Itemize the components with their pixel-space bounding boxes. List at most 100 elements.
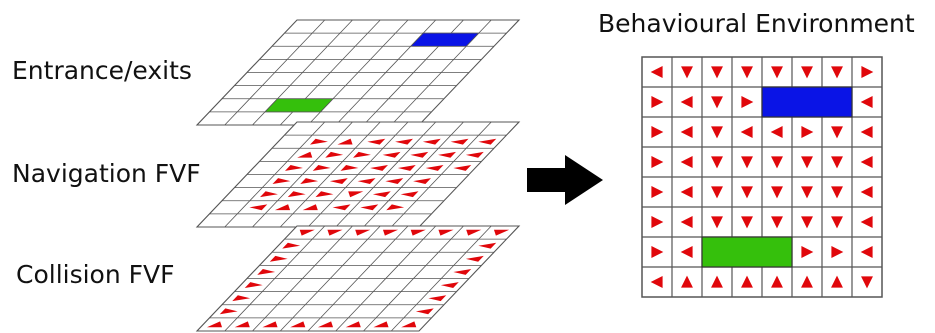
collision-arrow-right-icon bbox=[269, 255, 288, 262]
collision-arrow-up-icon bbox=[373, 321, 389, 328]
navigation-arrow-right-icon bbox=[352, 151, 371, 158]
collision-arrow-left-icon bbox=[415, 308, 434, 315]
behavioural-arrow-down-icon bbox=[741, 66, 753, 79]
navigation-arrow-right-icon bbox=[325, 151, 344, 158]
behavioural-exit-zone bbox=[761, 86, 853, 118]
collision-arrow-up-icon bbox=[206, 321, 223, 328]
behavioural-arrow-left-icon bbox=[860, 216, 873, 228]
navigation-arrow-left-icon bbox=[400, 191, 419, 198]
navigation-arrow-right-icon bbox=[259, 191, 278, 198]
behavioural-arrow-down-icon bbox=[771, 186, 783, 199]
behavioural-arrow-right-icon bbox=[831, 246, 844, 258]
navigation-arrow-left-icon bbox=[425, 164, 444, 171]
navigation-arrow-right-icon bbox=[386, 204, 405, 211]
behavioural-arrow-left-icon bbox=[860, 246, 873, 258]
behavioural-arrow-up-icon bbox=[711, 275, 723, 288]
combine-arrow-shape bbox=[527, 155, 603, 205]
behavioural-arrow-down-icon bbox=[711, 66, 723, 79]
navigation-arrow-left-icon bbox=[367, 138, 386, 145]
behavioural-arrow-down-icon bbox=[801, 66, 813, 79]
navigation-arrow-left-icon bbox=[465, 151, 484, 158]
navigation-arrow-left-icon bbox=[385, 178, 404, 185]
navigation-arrow-right-icon bbox=[309, 138, 328, 145]
behavioural-environment-grid bbox=[641, 56, 883, 298]
collision-arrow-down-icon bbox=[327, 229, 343, 236]
behavioural-arrow-down-icon bbox=[801, 186, 813, 199]
collision-arrow-left-icon bbox=[478, 242, 497, 249]
navigation-arrow-left-icon bbox=[397, 164, 416, 171]
collision-arrow-up-icon bbox=[290, 321, 306, 328]
navigation-arrow-up-icon bbox=[302, 204, 318, 211]
behavioural-arrow-right-icon bbox=[651, 216, 664, 228]
behavioural-arrow-down-icon bbox=[831, 186, 843, 199]
navigation-arrow-left-icon bbox=[370, 164, 389, 171]
behavioural-arrow-down-icon bbox=[861, 276, 873, 289]
navigation-arrow-left-icon bbox=[249, 204, 268, 211]
behavioural-arrow-left-icon bbox=[860, 156, 873, 168]
behavioural-arrow-down-icon bbox=[801, 216, 813, 229]
collision-arrow-right-icon bbox=[282, 242, 301, 249]
behavioural-arrow-right-icon bbox=[651, 126, 664, 138]
navigation-arrow-up-icon bbox=[274, 204, 291, 211]
behavioural-arrow-left-icon bbox=[680, 216, 693, 228]
behavioural-arrow-up-icon bbox=[741, 275, 753, 288]
entrance-exit-zone bbox=[264, 98, 334, 113]
behavioural-arrow-left-icon bbox=[680, 246, 693, 258]
collision-arrow-down-icon bbox=[382, 229, 399, 236]
navigation-arrow-left-icon bbox=[382, 151, 401, 158]
navigation-arrow-left-icon bbox=[450, 138, 469, 145]
navigation-arrow-right-icon bbox=[287, 191, 306, 198]
behavioural-arrow-down-icon bbox=[741, 216, 753, 229]
behavioural-arrow-down-icon bbox=[741, 186, 753, 199]
collision-fvf-layer bbox=[195, 225, 521, 332]
behavioural-arrow-up-icon bbox=[831, 275, 843, 288]
behavioural-arrow-down-icon bbox=[711, 156, 723, 169]
navigation-arrow-left-icon bbox=[332, 204, 351, 211]
behavioural-exit-zone bbox=[701, 236, 793, 268]
behavioural-arrow-right-icon bbox=[801, 246, 814, 258]
collision-arrow-down-icon bbox=[466, 229, 482, 236]
collision-arrow-up-icon bbox=[401, 321, 417, 328]
behavioural-arrow-down-icon bbox=[771, 156, 783, 169]
behavioural-arrow-right-icon bbox=[651, 96, 664, 108]
behavioural-arrow-down-icon bbox=[831, 156, 843, 169]
behavioural-environment-title: Behavioural Environment bbox=[598, 9, 915, 38]
behavioural-arrow-down-icon bbox=[681, 66, 693, 79]
behavioural-arrow-right-icon bbox=[651, 246, 664, 258]
collision-arrow-down-icon bbox=[493, 229, 510, 236]
behavioural-arrow-right-icon bbox=[861, 66, 874, 78]
behavioural-arrow-left-icon bbox=[740, 126, 753, 138]
navigation-arrow-right-icon bbox=[340, 164, 359, 171]
behavioural-arrow-left-icon bbox=[860, 96, 873, 108]
behavioural-arrow-right-icon bbox=[801, 126, 814, 138]
collision-arrow-up-icon bbox=[234, 321, 250, 328]
navigation-arrow-up-icon bbox=[297, 151, 313, 158]
behavioural-arrow-left-icon bbox=[770, 126, 783, 138]
collision-arrow-left-icon bbox=[428, 295, 447, 302]
behavioural-arrow-left-icon bbox=[680, 96, 693, 108]
collision-arrow-down-icon bbox=[410, 229, 426, 236]
collision-arrow-up-icon bbox=[317, 321, 334, 328]
navigation-arrow-down-icon bbox=[348, 191, 364, 198]
navigation-arrow-left-icon bbox=[413, 178, 432, 185]
behavioural-arrow-down-icon bbox=[831, 126, 843, 139]
behavioural-arrow-down-icon bbox=[711, 126, 723, 139]
behavioural-arrow-right-icon bbox=[741, 96, 754, 108]
entrance-exit-zone bbox=[409, 32, 480, 47]
navigation-arrow-left-icon bbox=[422, 138, 441, 145]
behavioural-arrow-down-icon bbox=[831, 66, 843, 79]
collision-arrow-left-icon bbox=[440, 282, 459, 289]
navigation-arrow-up-icon bbox=[337, 138, 353, 145]
navigation-arrow-left-icon bbox=[478, 138, 497, 145]
entrance-exits-label: Entrance/exits bbox=[12, 56, 192, 85]
behavioural-arrow-right-icon bbox=[651, 186, 664, 198]
navigation-arrow-left-icon bbox=[453, 164, 472, 171]
navigation-arrow-right-icon bbox=[315, 191, 334, 198]
navigation-arrow-left-icon bbox=[395, 138, 414, 145]
behavioural-arrow-left-icon bbox=[680, 126, 693, 138]
behavioural-arrow-up-icon bbox=[801, 275, 813, 288]
collision-arrow-left-icon bbox=[465, 255, 484, 262]
behavioural-arrow-down-icon bbox=[801, 156, 813, 169]
navigation-arrow-left-icon bbox=[360, 204, 379, 211]
